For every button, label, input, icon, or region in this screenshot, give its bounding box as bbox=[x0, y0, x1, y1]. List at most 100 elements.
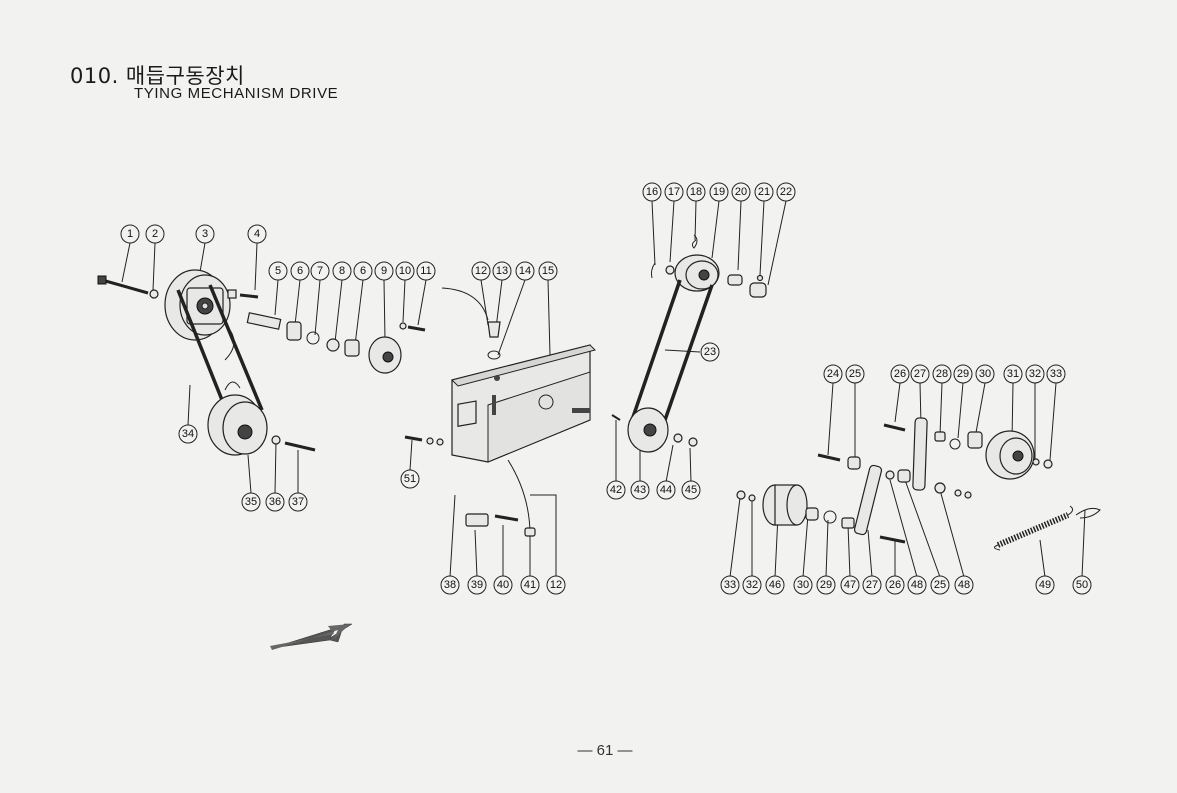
hook-part bbox=[1075, 507, 1101, 519]
callout: 5 bbox=[268, 261, 288, 281]
callout-label: 38 bbox=[444, 579, 456, 591]
callout-label: 27 bbox=[914, 368, 926, 380]
callout: 46 bbox=[765, 575, 785, 595]
callout-label: 48 bbox=[911, 579, 923, 591]
callout-label: 6 bbox=[297, 265, 303, 277]
callout-label: 51 bbox=[404, 473, 416, 485]
callout-label: 5 bbox=[275, 265, 281, 277]
tension-arm-part bbox=[912, 417, 928, 491]
callout: 27 bbox=[862, 575, 882, 595]
callout-label: 25 bbox=[849, 368, 861, 380]
callout-label: 21 bbox=[758, 186, 770, 198]
callout-label: 12 bbox=[550, 579, 562, 591]
callout-label: 20 bbox=[735, 186, 747, 198]
callout: 22 bbox=[776, 182, 796, 202]
callout: 1 bbox=[120, 224, 140, 244]
leader-lines-right bbox=[729, 382, 1086, 578]
callout: 10 bbox=[395, 261, 415, 281]
leader-lines-left bbox=[121, 242, 427, 494]
callout: 16 bbox=[642, 182, 662, 202]
callout: 38 bbox=[440, 575, 460, 595]
callout: 48 bbox=[954, 575, 974, 595]
nut-part bbox=[227, 289, 237, 299]
callout-label: 26 bbox=[894, 368, 906, 380]
callout-label: 8 bbox=[339, 265, 345, 277]
callout: 25 bbox=[845, 364, 865, 384]
callout: 20 bbox=[731, 182, 751, 202]
callout: 41 bbox=[520, 575, 540, 595]
callout: 18 bbox=[686, 182, 706, 202]
callout-label: 26 bbox=[889, 579, 901, 591]
callout-label: 10 bbox=[399, 265, 411, 277]
callout-label: 4 bbox=[254, 228, 260, 240]
callout-label: 22 bbox=[780, 186, 792, 198]
callout: 30 bbox=[975, 364, 995, 384]
callout-label: 36 bbox=[269, 496, 281, 508]
callout-label: 25 bbox=[934, 579, 946, 591]
callout-label: 32 bbox=[746, 579, 758, 591]
callout: 35 bbox=[241, 492, 261, 512]
callout-label: 45 bbox=[685, 484, 697, 496]
callout-label: 50 bbox=[1076, 579, 1088, 591]
callout-label: 17 bbox=[668, 186, 680, 198]
callout-label: 32 bbox=[1029, 368, 1041, 380]
callout-label: 37 bbox=[292, 496, 304, 508]
callout-label: 44 bbox=[660, 484, 672, 496]
callout: 4 bbox=[247, 224, 267, 244]
callout-label: 30 bbox=[979, 368, 991, 380]
frame-housing-part bbox=[451, 344, 596, 463]
callout-label: 31 bbox=[1007, 368, 1019, 380]
left-drive-assembly bbox=[97, 242, 427, 494]
callout: 17 bbox=[664, 182, 684, 202]
callout: 36 bbox=[265, 492, 285, 512]
callout-label: 16 bbox=[646, 186, 658, 198]
callout-label: 27 bbox=[866, 579, 878, 591]
center-frame-assembly bbox=[404, 279, 596, 578]
callout: 6 bbox=[353, 261, 373, 281]
callout: 50 bbox=[1072, 575, 1092, 595]
callout-label: 18 bbox=[690, 186, 702, 198]
leader-lines-idler bbox=[615, 200, 787, 483]
callout-label: 23 bbox=[704, 346, 716, 358]
leader-lines-center bbox=[409, 279, 557, 578]
callout: 23 bbox=[700, 342, 720, 362]
washer-part bbox=[271, 435, 281, 445]
callout: 34 bbox=[178, 424, 198, 444]
callout-label: 33 bbox=[1050, 368, 1062, 380]
washer-part bbox=[487, 350, 501, 360]
callout-label: 39 bbox=[471, 579, 483, 591]
callout: 32 bbox=[1025, 364, 1045, 384]
callout: 42 bbox=[606, 480, 626, 500]
callout: 3 bbox=[195, 224, 215, 244]
callout-label: 2 bbox=[152, 228, 158, 240]
rod-part bbox=[441, 287, 489, 321]
callout: 26 bbox=[885, 575, 905, 595]
callout: 33 bbox=[720, 575, 740, 595]
callout-label: 1 bbox=[127, 228, 133, 240]
callout: 21 bbox=[754, 182, 774, 202]
callout-group: 1 2 3 4 5 6 7 8 6 9 10 11 12 13 14 15 16… bbox=[120, 182, 1092, 595]
callout: 27 bbox=[910, 364, 930, 384]
callout-label: 34 bbox=[182, 428, 194, 440]
lower-arm-part bbox=[853, 464, 883, 536]
callout-label: 28 bbox=[936, 368, 948, 380]
callout: 19 bbox=[709, 182, 729, 202]
callout-label: 41 bbox=[524, 579, 536, 591]
callout-label: 14 bbox=[519, 265, 531, 277]
bracket-plate-part bbox=[457, 400, 477, 427]
callout: 12 bbox=[471, 261, 491, 281]
callout: 12 bbox=[546, 575, 566, 595]
callout-label: 3 bbox=[202, 228, 208, 240]
callout: 29 bbox=[953, 364, 973, 384]
shaft-and-bearings-part bbox=[246, 312, 426, 374]
idler-belt-part bbox=[630, 279, 714, 421]
callout: 9 bbox=[374, 261, 394, 281]
callout-label: 35 bbox=[245, 496, 257, 508]
callout: 31 bbox=[1003, 364, 1023, 384]
callout-label: 40 bbox=[497, 579, 509, 591]
page-number: — 61 — bbox=[577, 742, 633, 759]
long-bolt-part bbox=[97, 275, 149, 295]
callout: 33 bbox=[1046, 364, 1066, 384]
